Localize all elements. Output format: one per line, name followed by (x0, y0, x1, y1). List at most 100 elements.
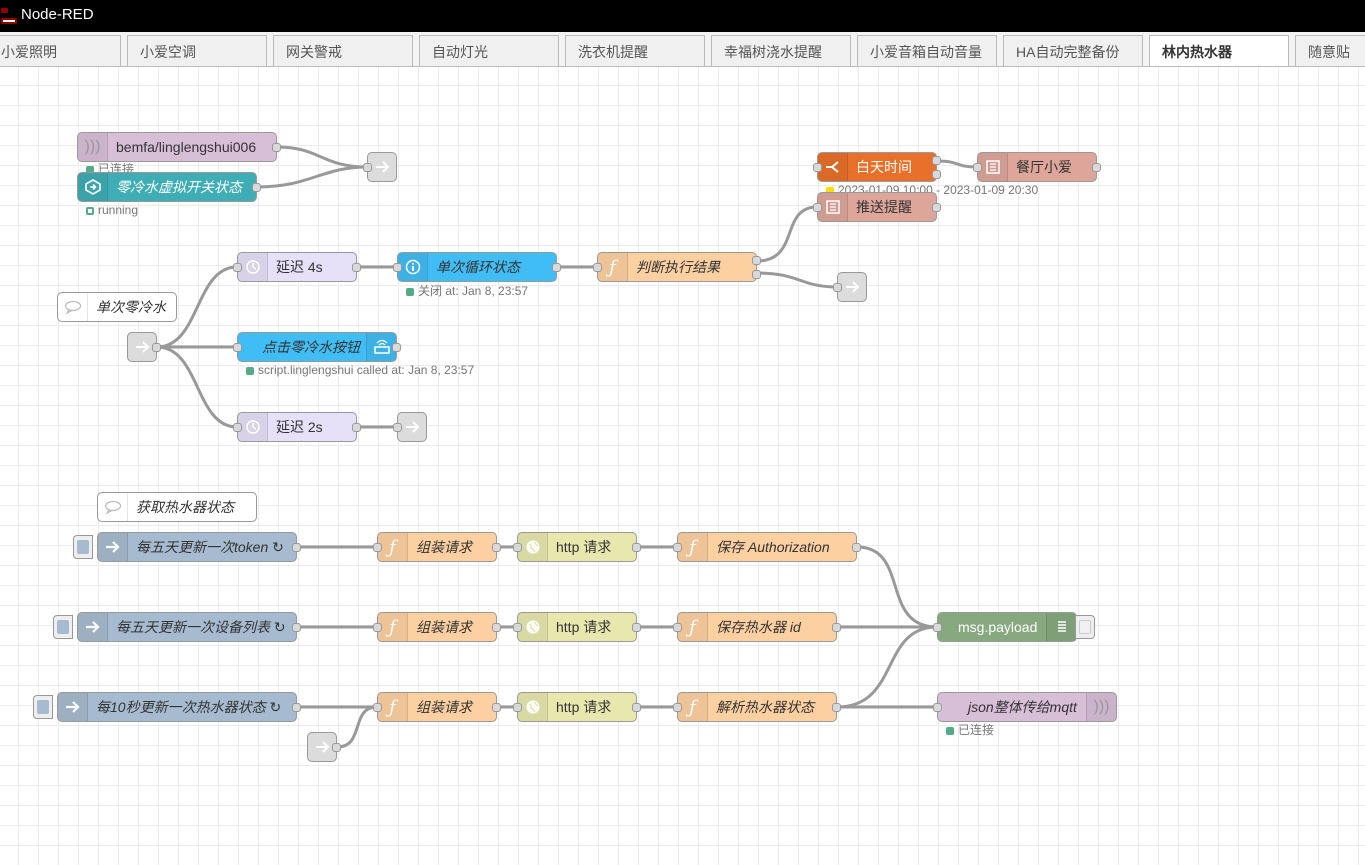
function-icon: ƒ (378, 613, 408, 641)
node-time-range[interactable]: 白天时间 (813, 152, 941, 182)
output-port[interactable] (272, 143, 281, 152)
output-port[interactable] (932, 203, 941, 212)
output-port[interactable] (292, 703, 301, 712)
node-switch-state[interactable]: 零冷水虚拟开关状态 (77, 172, 261, 202)
node-function-build-request[interactable]: ƒ 组装请求 (373, 612, 501, 642)
tab-plant-watering[interactable]: 幸福树浇水提醒 (711, 35, 851, 66)
node-function-build-request[interactable]: ƒ 组装请求 (373, 532, 501, 562)
output-port[interactable] (292, 543, 301, 552)
input-port[interactable] (933, 623, 942, 632)
output-port[interactable] (332, 743, 341, 752)
link-out-node[interactable] (363, 152, 397, 182)
tab-washer-reminder[interactable]: 洗衣机提醒 (565, 35, 705, 66)
input-port[interactable] (813, 163, 822, 172)
output-port[interactable] (352, 423, 361, 432)
node-function-parse-status[interactable]: ƒ 解析热水器状态 (673, 692, 841, 722)
node-http-request[interactable]: http 请求 (513, 532, 641, 562)
output-port[interactable] (492, 543, 501, 552)
output-port[interactable] (552, 263, 561, 272)
node-label: 组装请求 (416, 619, 472, 635)
link-out-node[interactable] (833, 272, 867, 302)
tab-ha-backup[interactable]: HA自动完整备份 (1003, 35, 1143, 66)
tab-xiaoai-lighting[interactable]: 小爱照明 (0, 35, 121, 66)
tab-speaker-volume[interactable]: 小爱音箱自动音量 (857, 35, 997, 66)
input-port[interactable] (973, 163, 982, 172)
flow-canvas[interactable]: ))) bemfa/linglengshui006 已连接 零冷水虚拟开关状态 … (0, 67, 1365, 865)
inject-arrow-icon (78, 613, 108, 641)
input-port[interactable] (673, 543, 682, 552)
node-comment-status[interactable]: 获取热水器状态 (97, 492, 257, 522)
output-port[interactable] (632, 703, 641, 712)
output-port[interactable] (392, 343, 401, 352)
output-port[interactable] (932, 170, 941, 179)
node-mqtt-in-bemfa[interactable]: ))) bemfa/linglengshui006 (77, 132, 281, 162)
output-port[interactable] (292, 623, 301, 632)
output-port[interactable] (352, 263, 361, 272)
input-port[interactable] (513, 623, 522, 632)
input-port[interactable] (833, 283, 842, 292)
input-port[interactable] (373, 623, 382, 632)
node-delay-4s[interactable]: 延迟 4s (233, 252, 361, 282)
debug-toggle-button[interactable] (1075, 615, 1095, 639)
node-delay-2s[interactable]: 延迟 2s (233, 412, 361, 442)
node-speaker-canting[interactable]: 餐厅小爱 (973, 152, 1101, 182)
node-loop-state[interactable]: 单次循环状态 (393, 252, 561, 282)
input-port[interactable] (933, 703, 942, 712)
link-in-node[interactable] (127, 332, 161, 362)
node-http-request[interactable]: http 请求 (513, 612, 641, 642)
node-function-build-request[interactable]: ƒ 组装请求 (373, 692, 501, 722)
output-port[interactable] (752, 256, 761, 265)
node-label: 判断执行结果 (636, 259, 720, 275)
link-out-node[interactable] (393, 412, 427, 442)
tab-auto-lights[interactable]: 自动灯光 (419, 35, 559, 66)
tab-sticky-notes[interactable]: 随意贴 (1295, 35, 1365, 66)
node-inject-status[interactable]: 每10秒更新一次热水器状态 ↻ (57, 692, 301, 722)
input-port[interactable] (513, 703, 522, 712)
node-comment-single[interactable]: 单次零冷水 (57, 292, 177, 322)
node-push-notify[interactable]: 推送提醒 (813, 192, 941, 222)
tab-water-heater[interactable]: 林内热水器 (1149, 35, 1289, 66)
input-port[interactable] (233, 343, 242, 352)
node-function-save-id[interactable]: ƒ 保存热水器 id (673, 612, 841, 642)
node-function-save-auth[interactable]: ƒ 保存 Authorization (673, 532, 861, 562)
node-http-request[interactable]: http 请求 (513, 692, 641, 722)
node-function-judge[interactable]: ƒ 判断执行结果 (593, 252, 761, 282)
inject-trigger-button[interactable] (73, 535, 93, 559)
output-port[interactable] (492, 703, 501, 712)
tab-xiaoai-ac[interactable]: 小爱空调 (127, 35, 267, 66)
output-port[interactable] (932, 156, 941, 165)
output-port[interactable] (152, 343, 161, 352)
input-port[interactable] (813, 203, 822, 212)
input-port[interactable] (233, 263, 242, 272)
link-in-node[interactable] (307, 732, 341, 762)
output-port[interactable] (832, 623, 841, 632)
output-port[interactable] (1092, 163, 1101, 172)
input-port[interactable] (373, 543, 382, 552)
input-port[interactable] (363, 163, 372, 172)
tab-gateway-alarm[interactable]: 网关警戒 (273, 35, 413, 66)
inject-trigger-button[interactable] (53, 615, 73, 639)
inject-trigger-button[interactable] (33, 695, 53, 719)
inject-arrow-icon (58, 693, 88, 721)
node-mqtt-out[interactable]: ))) json整体传给mqtt (933, 692, 1117, 722)
input-port[interactable] (233, 423, 242, 432)
output-port[interactable] (752, 270, 761, 279)
input-port[interactable] (373, 703, 382, 712)
input-port[interactable] (593, 263, 602, 272)
input-port[interactable] (673, 623, 682, 632)
output-port[interactable] (632, 543, 641, 552)
output-port[interactable] (832, 703, 841, 712)
output-port[interactable] (852, 543, 861, 552)
node-debug-payload[interactable]: msg.payload (933, 612, 1077, 642)
input-port[interactable] (673, 703, 682, 712)
node-inject-token[interactable]: 每五天更新一次token ↻ (97, 532, 301, 562)
output-port[interactable] (492, 623, 501, 632)
input-port[interactable] (393, 423, 402, 432)
output-port[interactable] (632, 623, 641, 632)
globe-icon (518, 533, 548, 561)
node-call-service[interactable]: 点击零冷水按钮 (233, 332, 401, 362)
input-port[interactable] (513, 543, 522, 552)
output-port[interactable] (252, 183, 261, 192)
input-port[interactable] (393, 263, 402, 272)
node-inject-devices[interactable]: 每五天更新一次设备列表 ↻ (77, 612, 301, 642)
